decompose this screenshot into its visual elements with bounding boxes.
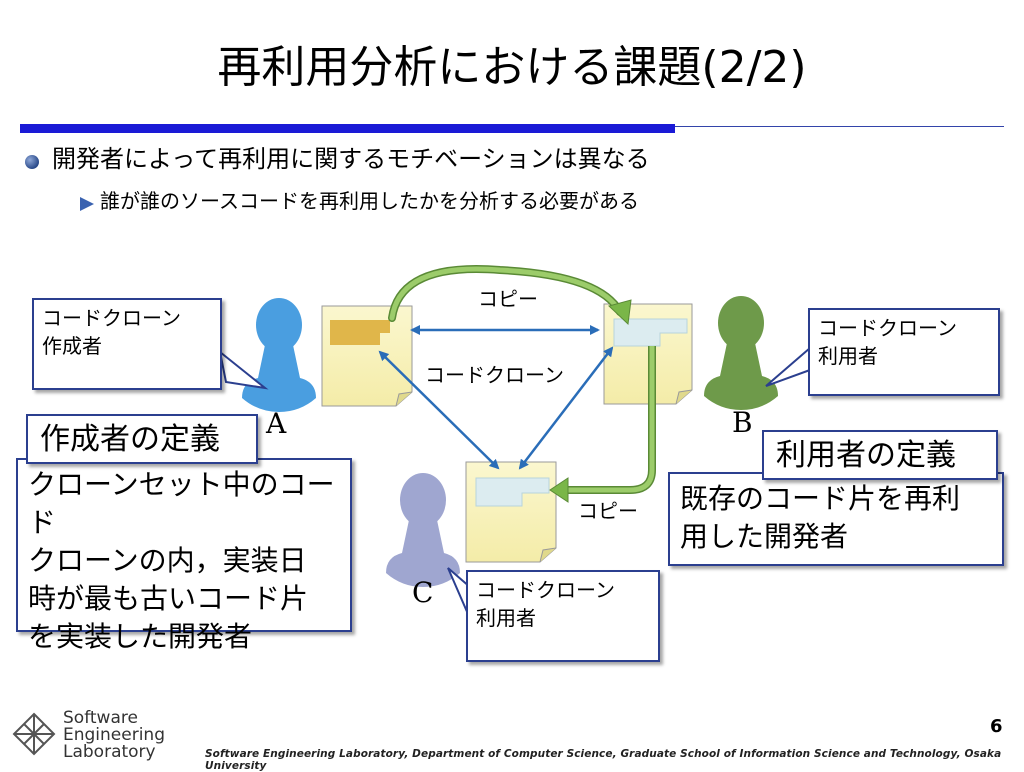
user-def-line2: 用した開発者 [680, 520, 849, 553]
creator-definition-body: クローンセット中のコード クローンの内，実装日 時が最も古いコード片 を実装した… [16, 458, 352, 653]
person-c-label: C [412, 576, 434, 609]
creator-def-line2: クローンの内，実装日 [28, 544, 307, 577]
creator-def-line1: クローンセット中のコード [28, 468, 335, 539]
person-a-icon [242, 298, 316, 412]
creator-def-line3: 時が最も古いコード片 [28, 582, 309, 615]
person-c-icon [386, 473, 460, 587]
person-b-icon [704, 296, 778, 410]
logo-line3: Laboratory [63, 742, 156, 762]
callout-b-line1: コードクローン [818, 316, 957, 340]
lab-logo-icon [12, 712, 56, 756]
callout-clone-user-c: コードクローン 利用者 [466, 570, 660, 662]
creator-def-line4: を実装した開発者 [28, 620, 253, 653]
callout-c-line1: コードクローン [476, 578, 615, 602]
logo-line1: Software [63, 708, 138, 728]
title-divider-thick [20, 124, 675, 133]
callout-c-line2: 利用者 [476, 606, 536, 630]
user-definition-title: 利用者の定義 [762, 430, 998, 480]
user-def-line1: 既存のコード片を再利 [680, 482, 961, 515]
callout-clone-user-b: コードクローン 利用者 [808, 308, 1000, 396]
bullet-dot-icon [25, 155, 39, 169]
page-title: 再利用分析における課題(2/2) [217, 42, 807, 93]
label-copy-right: コピー [578, 498, 638, 524]
source-document-a-icon [321, 305, 413, 407]
callout-b-line2: 利用者 [818, 344, 878, 368]
bullet-level1: 開発者によって再利用に関するモチベーションは異なる [52, 145, 650, 173]
label-copy-top: コピー [478, 287, 538, 311]
label-code-clone: コードクローン [425, 362, 564, 388]
bullet-level2: 誰が誰のソースコードを再利用したかを分析する必要がある [100, 189, 639, 213]
bullet-triangle-icon [80, 197, 94, 211]
person-a-label: A [266, 407, 287, 440]
user-definition-body: 既存のコード片を再利 用した開発者 [668, 472, 1004, 566]
lab-logo-text: Software Engineering Laboratory [63, 710, 165, 761]
logo-line2: Engineering [63, 725, 165, 745]
callout-clone-creator: コードクローン 作成者 [32, 298, 222, 390]
page-number: 6 [990, 716, 1003, 737]
creator-definition-title: 作成者の定義 [26, 414, 258, 464]
footer-affiliation: Software Engineering Laboratory, Departm… [205, 748, 1002, 772]
person-b-label: B [732, 406, 753, 439]
callout-a-line2: 作成者 [42, 334, 102, 358]
callout-a-line1: コードクローン [42, 306, 181, 330]
source-document-c-icon [465, 461, 557, 563]
